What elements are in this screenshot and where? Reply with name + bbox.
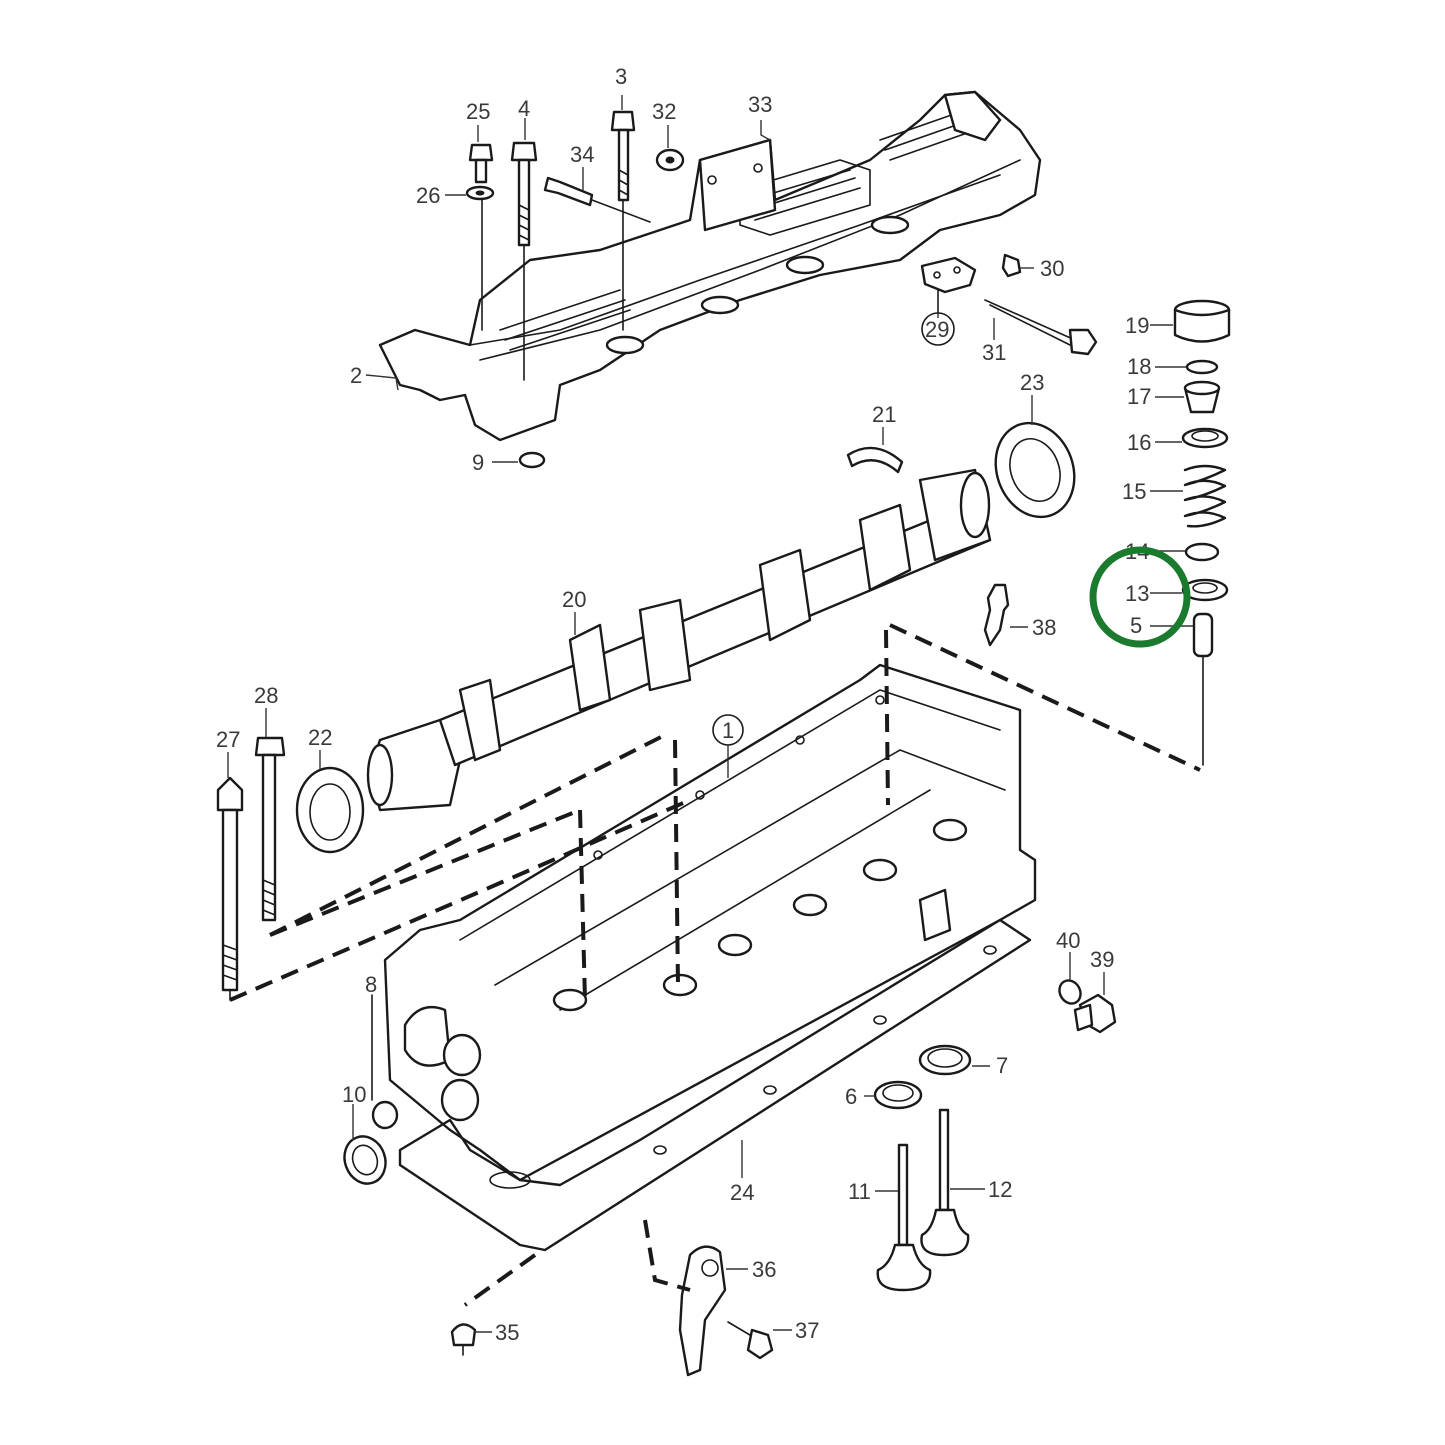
seal-23: [994, 421, 1076, 519]
label-part-10: 10: [342, 1082, 366, 1107]
washer-40: [1058, 979, 1082, 1005]
nut-9: [518, 451, 546, 469]
label-part-38: 38: [1032, 615, 1056, 640]
label-part-29: 29: [925, 317, 949, 342]
label-part-23: 23: [1020, 370, 1044, 395]
label-part-27: 27: [216, 727, 240, 752]
valve-spring-15: [1183, 464, 1227, 528]
bolt-25: [468, 143, 494, 184]
label-part-25: 25: [466, 99, 490, 124]
exhaust-valve-12: [920, 1108, 970, 1257]
label-part-28: 28: [254, 683, 278, 708]
label-part-32: 32: [652, 99, 676, 124]
label-part-30: 30: [1040, 256, 1064, 281]
bolt-37: [727, 1321, 774, 1360]
ring-6: [873, 1080, 923, 1110]
leader-lines: [227, 95, 1193, 1333]
camshaft-cover: [378, 90, 1042, 442]
label-part-34: 34: [570, 142, 594, 167]
label-part-12: 12: [988, 1177, 1012, 1202]
ring-10: [343, 1135, 387, 1185]
shim-18: [1185, 359, 1219, 375]
label-part-26: 26: [416, 183, 440, 208]
ring-8: [371, 994, 399, 1130]
nut-32: [655, 148, 685, 172]
part-29-circle: [921, 312, 955, 346]
seal-22: [295, 766, 365, 854]
label-part-20: 20: [562, 587, 586, 612]
spring-retainer-16: [1181, 427, 1229, 449]
bolt-31: [984, 299, 1098, 356]
head-bolt-28: [254, 736, 286, 922]
label-part-36: 36: [752, 1257, 776, 1282]
label-part-16: 16: [1127, 430, 1151, 455]
label-part-19: 19: [1125, 313, 1149, 338]
sensor-38: [983, 583, 1010, 647]
label-part-17: 17: [1127, 384, 1151, 409]
label-part-9: 9: [472, 450, 484, 475]
label-part-3: 3: [615, 64, 627, 89]
tappet-19: [1173, 299, 1231, 343]
label-part-6: 6: [845, 1084, 857, 1109]
bolt-4: [510, 141, 538, 381]
valve-seal-13: [1181, 578, 1229, 602]
label-part-35: 35: [495, 1320, 519, 1345]
label-part-22: 22: [308, 725, 332, 750]
bracket-36: [678, 1245, 727, 1377]
label-part-7: 7: [996, 1053, 1008, 1078]
plug-39: [1073, 993, 1117, 1034]
assembly-guide-lines: [229, 623, 1201, 1307]
ring-7: [918, 1044, 972, 1076]
label-part-31: 31: [982, 340, 1006, 365]
bolt-34: [543, 176, 651, 223]
highlight-circle: [1089, 546, 1191, 648]
bracket-29: [920, 256, 977, 313]
bolt-3: [610, 110, 636, 331]
label-part-8: 8: [365, 972, 377, 997]
label-part-11: 11: [848, 1179, 871, 1204]
label-part-18: 18: [1127, 354, 1151, 379]
spring-seat-14: [1184, 542, 1220, 562]
thrust-washer-21: [846, 446, 904, 474]
part-1-circle: [712, 714, 744, 746]
part-labels: 1 2 3 4 5 6 7 8 9 10 11 12 13 14 15 16 1…: [216, 64, 1151, 1345]
label-part-4: 4: [518, 96, 530, 121]
collet-17: [1183, 380, 1221, 414]
valve-guide-5: [1192, 612, 1214, 766]
nut-35: [450, 1323, 477, 1356]
label-part-33: 33: [748, 92, 772, 117]
valve-train-stack: [1173, 299, 1231, 766]
head-gasket-24: [398, 918, 1032, 1252]
clip-30: [1001, 253, 1022, 278]
washer-26: [465, 185, 495, 331]
label-part-15: 15: [1122, 479, 1146, 504]
label-part-40: 40: [1056, 928, 1080, 953]
camshaft-20: [366, 468, 992, 812]
label-part-2: 2: [350, 363, 362, 388]
label-part-39: 39: [1090, 947, 1114, 972]
label-part-21: 21: [872, 402, 896, 427]
label-part-5: 5: [1130, 613, 1142, 638]
label-part-24: 24: [730, 1180, 754, 1205]
intake-valve-11: [876, 1143, 932, 1292]
head-bolt-27: [216, 776, 244, 1001]
label-part-13: 13: [1125, 581, 1149, 606]
label-part-37: 37: [795, 1318, 819, 1343]
cylinder-head-1: [383, 663, 1037, 1187]
label-part-1: 1: [722, 718, 734, 743]
